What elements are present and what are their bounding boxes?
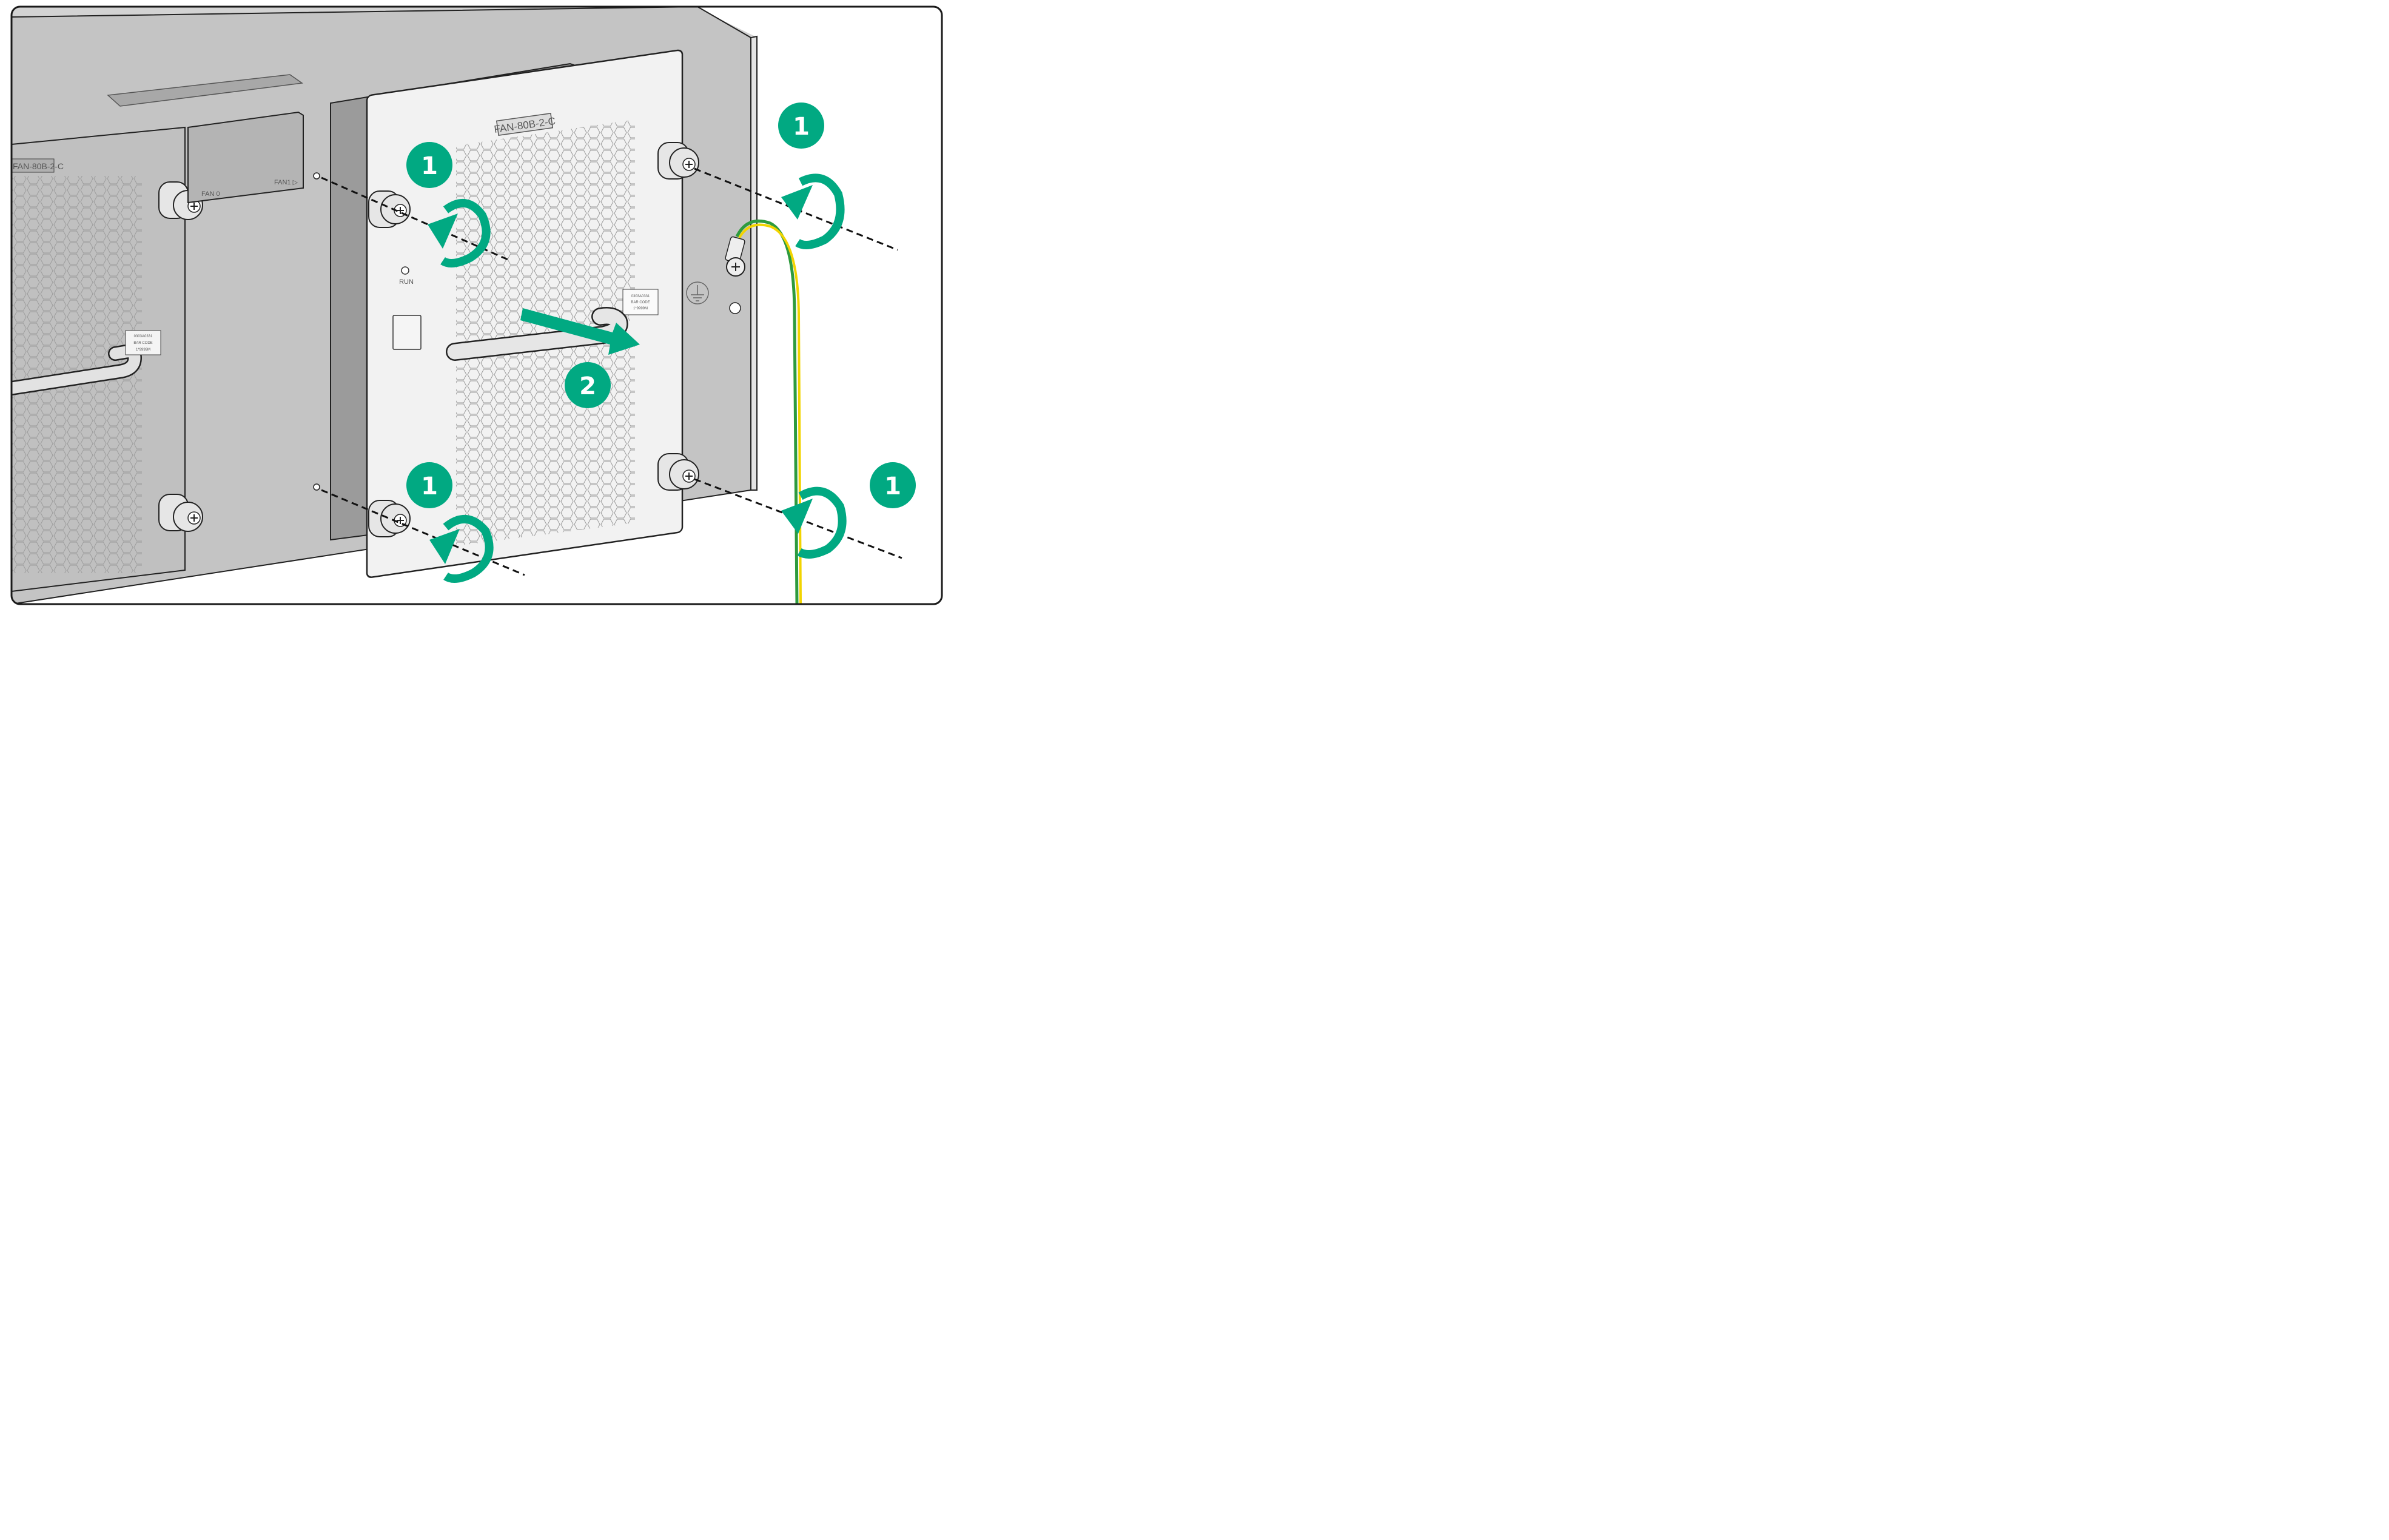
module-barcode-line3: 1*9999M [633, 307, 648, 311]
step-badge-2: 2 [565, 362, 611, 408]
pull-arrow-icon [520, 308, 640, 355]
chassis-side-edge [750, 35, 758, 491]
fan-module-removal-diagram: FAN-80B-2-C 0303A0331 BAR CODE 1*9999M F… [10, 5, 943, 605]
left-module-model-label: FAN-80B-2-C [13, 161, 64, 171]
step-badge-1: 1 [406, 142, 452, 188]
captive-screw-icon [657, 142, 699, 180]
counterclockwise-arrow-icon [440, 173, 847, 583]
svg-text:1: 1 [421, 152, 438, 180]
ground-hole [729, 302, 741, 314]
module-square-button [392, 315, 422, 350]
alignment-hole [313, 483, 320, 491]
captive-screw-icon [158, 494, 203, 532]
svg-text:1: 1 [421, 472, 438, 500]
svg-text:1: 1 [793, 113, 810, 141]
left-barcode-line1: 0303A0331 [134, 335, 153, 338]
captive-screw-icon [657, 453, 699, 491]
slot-fan0-label: FAN 0 [201, 190, 220, 198]
alignment-hole [313, 172, 320, 180]
installed-fan-module-left: FAN-80B-2-C 0303A0331 BAR CODE 1*9999M [12, 126, 186, 593]
svg-text:1: 1 [884, 472, 901, 500]
captive-screw-icon [368, 500, 411, 537]
slot-label-plate: FAN 0 FAN1 ▷ [187, 111, 304, 204]
module-barcode-line1: 0303A0331 [631, 295, 650, 298]
module-barcode-label [622, 289, 659, 315]
step-badge-1: 1 [778, 103, 824, 149]
run-led [401, 266, 409, 275]
svg-text:2: 2 [579, 372, 596, 400]
left-barcode-line3: 1*9999M [136, 348, 150, 352]
run-led-label: RUN [399, 278, 414, 286]
counterclockwise-arrowheads [428, 185, 813, 564]
left-barcode-line2: BAR CODE [133, 341, 152, 345]
step-badge-1: 1 [870, 462, 916, 508]
figure-frame [10, 5, 943, 605]
slot-fan1-label: FAN1 ▷ [274, 179, 298, 186]
ground-wire [735, 220, 802, 604]
ground-lug [725, 236, 745, 277]
fan-vent-upper [456, 119, 635, 346]
module-barcode-line2: BAR CODE [631, 301, 650, 304]
chassis-label-recess [107, 74, 304, 107]
ground-symbol-icon [686, 281, 709, 304]
step-badge-1: 1 [406, 462, 452, 508]
fan-vent-lower [456, 337, 635, 546]
captive-screw-icon [368, 190, 411, 228]
